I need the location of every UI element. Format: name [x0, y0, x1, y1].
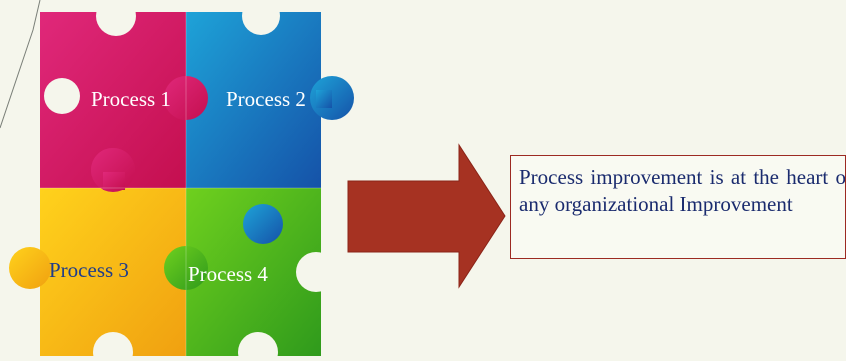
right-arrow-icon [347, 143, 506, 289]
process-2-label: Process 2 [226, 87, 306, 111]
callout-text: Process improvement is at the heart of a… [519, 165, 846, 216]
decorative-line [0, 0, 41, 129]
callout-box: Process improvement is at the heart of a… [510, 155, 846, 259]
puzzle-piece-process-2 [164, 0, 354, 188]
process-1-label: Process 1 [91, 87, 171, 111]
puzzle-piece-process-4 [164, 188, 336, 361]
puzzle-piece-process-3 [9, 148, 186, 361]
process-4-label: Process 4 [188, 262, 268, 286]
process-3-label: Process 3 [49, 258, 129, 282]
